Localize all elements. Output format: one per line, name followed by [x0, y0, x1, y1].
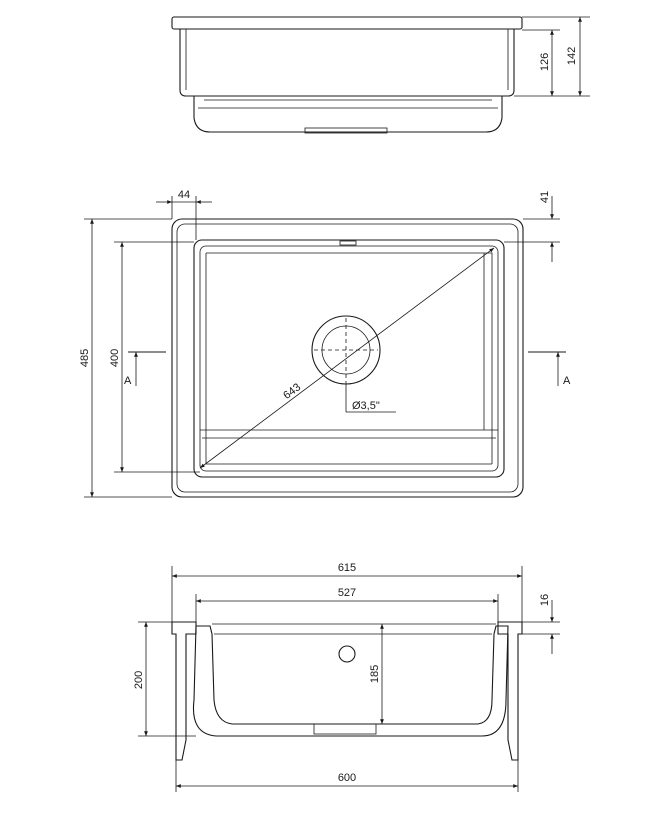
plan-view: 643 Ø3,5" 44 41 485 400 A A — [79, 189, 571, 498]
overflow-hole — [338, 645, 356, 663]
front-elevation-view: 126 142 — [171, 16, 590, 134]
dim-label-44: 44 — [178, 189, 190, 201]
plan-bowl-outer — [193, 239, 505, 478]
dim-label-16: 16 — [539, 594, 551, 606]
dim-label-185: 185 — [369, 665, 381, 683]
section-label-left: A — [124, 375, 132, 387]
dim-label-142: 142 — [566, 47, 578, 65]
dim-line-643 — [199, 247, 495, 469]
section-left-wall — [171, 621, 197, 761]
section-view: 615 527 16 200 185 600 — [133, 562, 560, 792]
dim-label-126: 126 — [539, 53, 551, 71]
plan-outer-rim — [171, 218, 524, 498]
section-drain — [313, 723, 377, 735]
dim-label-643: 643 — [281, 381, 303, 402]
dim-label-485: 485 — [79, 349, 91, 367]
section-label-right: A — [563, 375, 571, 387]
dim-label-400: 400 — [109, 349, 121, 367]
front-rim — [171, 16, 523, 30]
dim-label-drain: Ø3,5" — [352, 400, 380, 412]
dim-label-615: 615 — [338, 562, 356, 574]
dim-label-41: 41 — [539, 191, 551, 203]
front-bowl — [193, 96, 503, 133]
section-right-wall — [497, 621, 523, 761]
dim-label-600: 600 — [338, 772, 356, 784]
front-body — [179, 29, 515, 97]
dim-label-200: 200 — [133, 671, 145, 689]
front-drain — [304, 127, 388, 134]
dim-label-527: 527 — [338, 587, 356, 599]
overflow-slot — [339, 240, 357, 246]
section-bowl — [192, 625, 509, 737]
